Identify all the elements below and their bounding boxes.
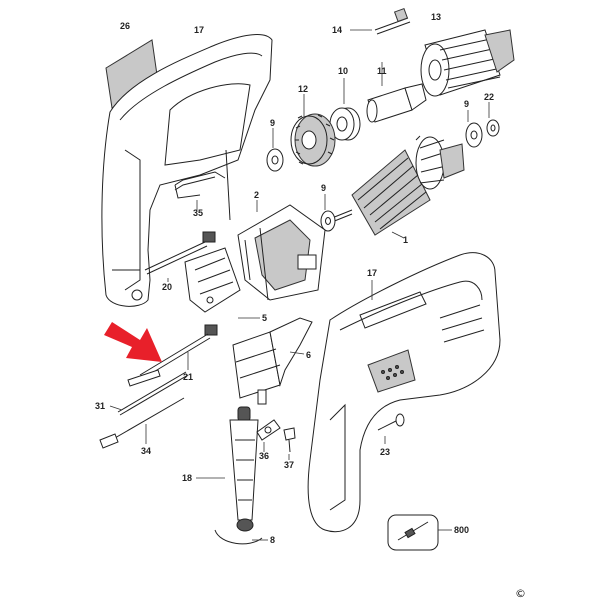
label-11: 11 [377, 66, 387, 76]
label-34: 34 [141, 446, 151, 456]
label-23: 23 [380, 447, 390, 457]
label-17b: 17 [367, 268, 377, 278]
part-800-box [387, 514, 452, 551]
label-17a: 17 [194, 25, 204, 35]
label-6: 6 [306, 350, 311, 360]
label-22: 22 [484, 92, 494, 102]
part-6-switch [232, 317, 313, 405]
label-36: 36 [259, 451, 269, 461]
part-17-housing-left [101, 34, 273, 307]
label-14: 14 [332, 25, 342, 35]
label-12: 12 [298, 84, 308, 94]
part-31-wire [109, 371, 189, 416]
copyright-mark: © [515, 587, 526, 600]
label-9b: 9 [464, 99, 469, 109]
part-37-screw [283, 427, 296, 460]
label-20: 20 [162, 282, 172, 292]
part-34-wire [99, 397, 185, 449]
label-13: 13 [431, 12, 441, 22]
part-35-wire-clip [174, 149, 231, 221]
part-20-brush-assembly [144, 231, 241, 313]
label-37: 37 [284, 460, 294, 470]
part-36-clamp [256, 419, 281, 452]
red-pointer-arrow [104, 322, 162, 362]
label-26: 26 [120, 21, 130, 31]
label-35: 35 [193, 208, 203, 218]
part-22-ring [486, 102, 500, 137]
part-11-spindle [366, 62, 427, 123]
label-5: 5 [262, 313, 267, 323]
label-9c: 9 [321, 183, 326, 193]
label-1: 1 [403, 235, 408, 245]
part-18-side-handle [196, 406, 268, 545]
part-2-field-stator [237, 200, 326, 301]
part-9-washer-a [266, 128, 284, 172]
part-10-bearing [329, 78, 361, 141]
part-14-chuck-key [350, 7, 411, 35]
label-10: 10 [338, 66, 348, 76]
part-21-brush-lead [127, 324, 218, 387]
part-23-screw [377, 413, 405, 444]
part-12-gear [290, 94, 336, 167]
label-8: 8 [270, 535, 275, 545]
label-2: 2 [254, 190, 259, 200]
part-9-washer-c [320, 194, 336, 232]
label-31: 31 [95, 401, 105, 411]
part-9-washer-b [465, 110, 483, 148]
part-17-housing-right [307, 252, 501, 533]
label-18: 18 [182, 473, 192, 483]
label-800: 800 [454, 525, 469, 535]
label-9a: 9 [270, 118, 275, 128]
part-1-armature [331, 135, 465, 239]
part-13-chuck [420, 29, 515, 97]
label-21: 21 [183, 372, 193, 382]
